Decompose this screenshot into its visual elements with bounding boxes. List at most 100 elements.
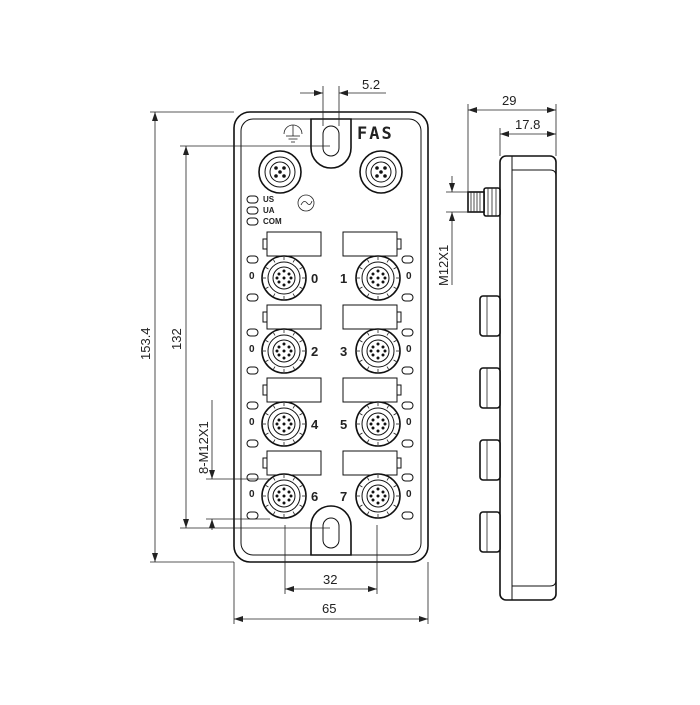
dim-side-depth: 29 <box>467 93 557 192</box>
led-us <box>246 195 259 204</box>
power-in-connector <box>258 150 302 194</box>
port-label-plate <box>342 231 398 257</box>
side-housing-chamfer-top <box>512 169 557 177</box>
port-label-tab <box>262 457 268 469</box>
dim-side-connector-thread: M12X1 <box>436 176 470 286</box>
port-led-top <box>401 328 414 337</box>
port-4: 40 <box>246 377 322 448</box>
port-led-bottom <box>401 511 414 520</box>
port-label-tab <box>396 384 402 396</box>
power-out-connector <box>359 150 403 194</box>
port-led-bottom <box>401 366 414 375</box>
status-label-us: US <box>263 195 275 204</box>
side-port-boss-4 <box>479 511 501 553</box>
port-led-top <box>401 473 414 482</box>
port-label-tab <box>396 311 402 323</box>
port-number-label: 3 <box>340 344 347 359</box>
port-number-label: 6 <box>311 489 318 504</box>
side-power-connector <box>467 187 501 217</box>
port-6: 60 <box>246 450 322 520</box>
port-number-label: 5 <box>340 417 347 432</box>
port-label-tab <box>396 457 402 469</box>
port-label-tab <box>262 238 268 250</box>
brand-logo: FAS <box>357 124 394 144</box>
status-label-ua: UA <box>263 206 275 215</box>
dim-label-slot-width: 5.2 <box>362 77 380 92</box>
port-number-label: 4 <box>311 417 319 432</box>
port-label-tab <box>396 238 402 250</box>
status-label-com: COM <box>263 217 282 226</box>
port-led-mark: 0 <box>249 344 255 355</box>
port-led-mark: 0 <box>406 417 412 428</box>
port-led-mark: 0 <box>406 344 412 355</box>
port-label-tab <box>262 384 268 396</box>
port-led-top <box>246 255 259 264</box>
port-led-mark: 0 <box>249 489 255 500</box>
port-led-mark: 0 <box>406 489 412 500</box>
dim-overall-height: 153.4 <box>138 111 234 563</box>
rotation-icon <box>297 194 315 212</box>
top-mounting-slot <box>310 118 352 169</box>
side-port-boss-1 <box>479 295 501 337</box>
port-label-plate <box>342 304 398 330</box>
side-housing-outline <box>499 155 557 601</box>
port-led-top <box>401 401 414 410</box>
bottom-mounting-slot <box>310 505 352 556</box>
side-port-boss-3 <box>479 439 501 481</box>
dim-label-mounting-width: 32 <box>323 572 337 587</box>
port-led-top <box>246 328 259 337</box>
dim-side-inner-depth: 17.8 <box>499 117 556 156</box>
port-0: 00 <box>246 231 322 302</box>
port-led-bottom <box>246 293 259 302</box>
port-led-mark: 0 <box>406 271 412 282</box>
port-led-bottom <box>246 366 259 375</box>
dim-label-side-depth: 29 <box>502 93 516 108</box>
front-view: FAS US UA COM <box>233 111 429 563</box>
dim-label-overall-width: 65 <box>322 601 336 616</box>
port-label-plate <box>266 304 322 330</box>
dim-label-mounting-height: 132 <box>169 328 184 350</box>
port-number-label: 1 <box>340 271 347 286</box>
dim-overall-width: 65 <box>233 562 429 624</box>
port-label-plate <box>266 450 322 476</box>
dim-mounting-height: 132 <box>169 145 330 529</box>
port-led-bottom <box>246 439 259 448</box>
port-led-top <box>246 401 259 410</box>
dim-slot-width: 5.2 <box>300 77 386 126</box>
port-number-label: 2 <box>311 344 318 359</box>
port-label-plate <box>342 450 398 476</box>
port-led-top <box>246 473 259 482</box>
ground-icon <box>283 124 303 143</box>
port-number-label: 7 <box>340 489 347 504</box>
port-led-bottom <box>401 293 414 302</box>
dim-port-thread: 8-M12X1 <box>196 400 270 530</box>
port-led-mark: 0 <box>249 271 255 282</box>
led-ua <box>246 206 259 215</box>
port-label-tab <box>262 311 268 323</box>
dim-label-side-inner-depth: 17.8 <box>515 117 540 132</box>
port-2: 20 <box>246 304 322 375</box>
port-label-plate <box>266 377 322 403</box>
front-housing-outline <box>233 111 429 563</box>
dim-mounting-width: 32 <box>284 525 378 594</box>
port-led-mark: 0 <box>249 417 255 428</box>
led-com <box>246 217 259 226</box>
dim-label-port-thread: 8-M12X1 <box>196 421 211 474</box>
port-label-plate <box>342 377 398 403</box>
side-view <box>467 155 557 601</box>
status-led-group: US UA COM <box>246 195 282 226</box>
dimension-lines: 153.4 132 8-M12X1 <box>138 77 557 624</box>
dim-label-side-connector-thread: M12X1 <box>436 245 451 286</box>
port-led-top <box>401 255 414 264</box>
dim-label-overall-height: 153.4 <box>138 327 153 360</box>
side-port-boss-2 <box>479 367 501 409</box>
side-housing-chamfer-bottom <box>512 579 557 587</box>
port-led-bottom <box>401 439 414 448</box>
